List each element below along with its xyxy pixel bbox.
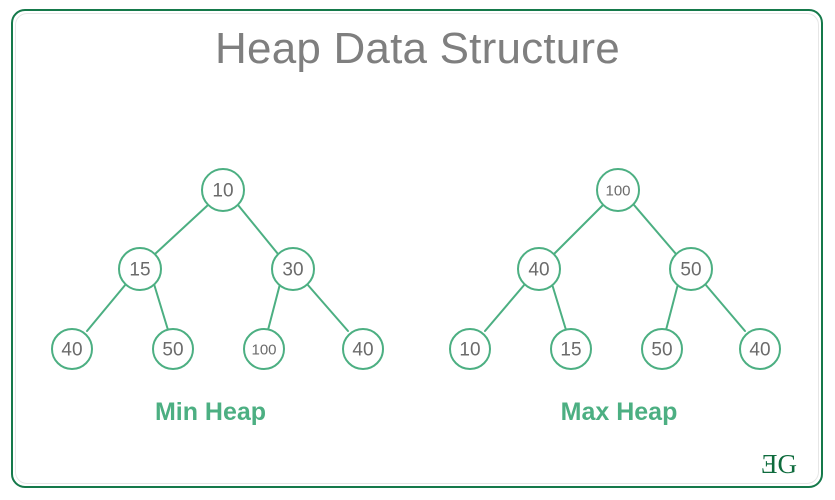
node-circle	[641, 328, 683, 370]
edge-right-leaf3	[267, 283, 281, 331]
node-circle	[118, 247, 162, 291]
node-min-leaf-2: 50	[152, 328, 194, 370]
node-label: 40	[528, 260, 549, 281]
edge-right-leaf3	[665, 283, 679, 331]
edge-left-leaf2	[153, 283, 169, 331]
node-label: 50	[651, 340, 672, 361]
node-min-leaf-1: 40	[51, 328, 93, 370]
node-circle	[449, 328, 491, 370]
node-label: 50	[162, 340, 183, 361]
node-label: 40	[749, 340, 770, 361]
max-heap-tree: 100 40 50 10 15 50	[449, 168, 781, 370]
min-heap-caption: Min Heap	[154, 398, 267, 426]
node-min-leaf-4: 40	[342, 328, 384, 370]
node-circle	[517, 247, 561, 291]
node-max-root: 100	[596, 168, 640, 212]
node-circle	[201, 168, 245, 212]
min-heap-tree: 10 15 30 40 50 100	[51, 168, 384, 370]
edge-left-leaf1	[484, 283, 526, 332]
node-label: 10	[212, 181, 233, 202]
node-label: 15	[560, 340, 581, 361]
node-max-leaf-1: 10	[449, 328, 491, 370]
geeksforgeeks-logo: ƎG	[761, 449, 797, 479]
node-max-right: 50	[669, 247, 713, 291]
edge-left-leaf1	[86, 283, 127, 332]
node-circle	[152, 328, 194, 370]
node-label: 50	[680, 260, 701, 281]
node-max-leaf-2: 15	[550, 328, 592, 370]
node-min-right: 30	[271, 247, 315, 291]
node-circle	[51, 328, 93, 370]
node-circle	[669, 247, 713, 291]
max-heap-caption: Max Heap	[560, 398, 678, 426]
node-label: 40	[352, 340, 373, 361]
node-label: 100	[251, 342, 276, 359]
edge-root-left	[154, 204, 209, 255]
edge-left-leaf2	[551, 283, 567, 331]
node-circle	[271, 247, 315, 291]
node-min-left: 15	[118, 247, 162, 291]
node-max-leaf-4: 40	[739, 328, 781, 370]
node-circle	[550, 328, 592, 370]
edge-root-left	[553, 204, 604, 255]
node-label: 10	[459, 340, 480, 361]
node-circle	[243, 328, 285, 370]
edge-root-right	[237, 204, 279, 255]
node-label: 100	[605, 183, 630, 200]
edge-root-right	[633, 204, 677, 255]
page-title: Heap Data Structure	[215, 24, 620, 73]
node-label: 15	[129, 260, 150, 281]
node-max-leaf-3: 50	[641, 328, 683, 370]
node-max-left: 40	[517, 247, 561, 291]
edge-right-leaf4	[704, 283, 746, 332]
node-min-leaf-3: 100	[243, 328, 285, 370]
node-label: 40	[61, 340, 82, 361]
node-min-root: 10	[201, 168, 245, 212]
edge-right-leaf4	[306, 283, 349, 332]
node-circle	[739, 328, 781, 370]
node-label: 30	[282, 260, 303, 281]
node-circle	[342, 328, 384, 370]
node-circle	[596, 168, 640, 212]
